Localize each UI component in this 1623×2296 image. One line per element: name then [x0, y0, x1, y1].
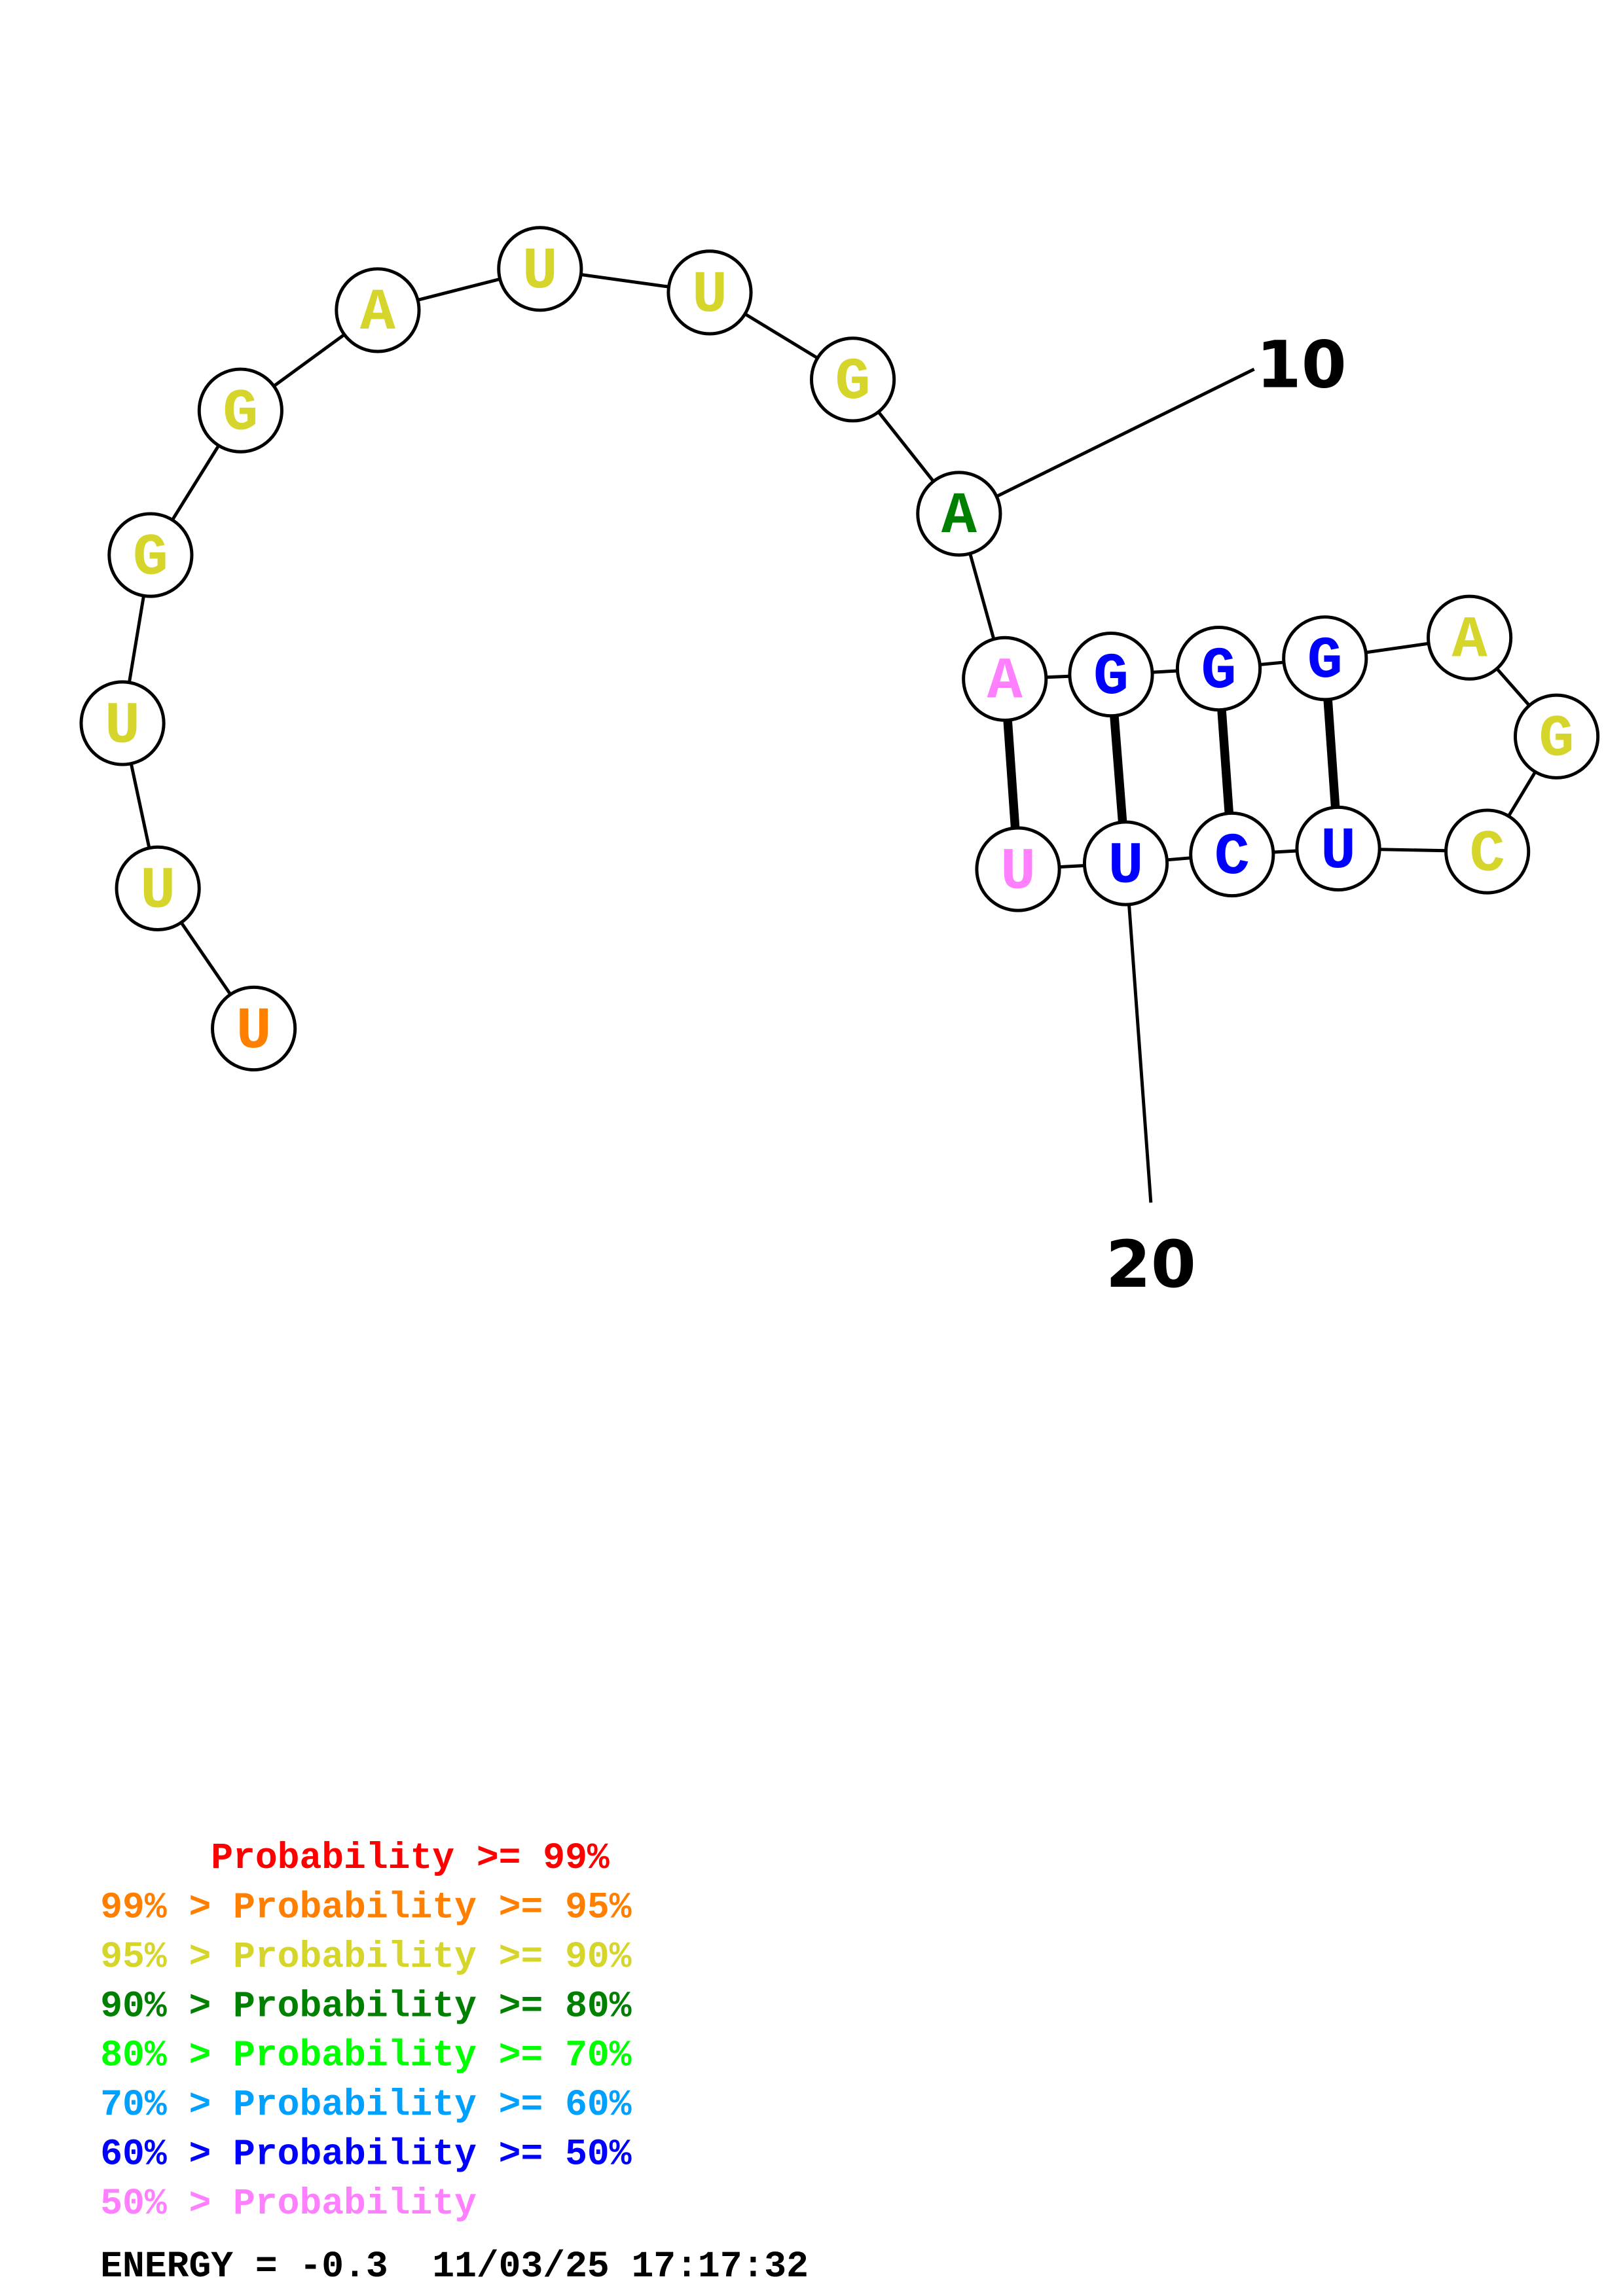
nucleotide-letter: U [1321, 819, 1356, 886]
nucleotide-circle [1282, 615, 1368, 702]
nucleotide-letter: G [223, 381, 258, 448]
nucleotide-letter: U [692, 262, 727, 329]
nucleotide-circle [916, 471, 1002, 557]
nucleotide-9: G [810, 336, 896, 423]
nucleotide-14: G [1282, 615, 1368, 702]
nucleotide-circle [1514, 693, 1600, 780]
nucleotide-2: U [115, 845, 201, 931]
nucleotide-circle [79, 680, 166, 766]
legend-entry: 99% > Probability >= 95% [100, 1886, 631, 1928]
nucleotide-circle [107, 512, 194, 598]
nucleotide-letter: G [835, 350, 871, 416]
legend-entry: 60% > Probability >= 50% [100, 2134, 631, 2176]
position-label: 20 [1106, 1227, 1196, 1302]
nucleotide-circle [115, 845, 201, 931]
position-label: 10 [1256, 327, 1347, 403]
legend-entry: Probability >= 99% [100, 1837, 610, 1879]
nucleotide-letter: A [987, 649, 1023, 716]
nucleotide-10: A [916, 471, 1002, 557]
nucleotide-circle [1082, 820, 1169, 906]
legend-entry: 95% > Probability >= 90% [100, 1936, 631, 1978]
nucleotide-letter: G [1307, 628, 1343, 695]
nucleotide-circle [1427, 594, 1513, 681]
nucleotide-16: G [1514, 693, 1600, 780]
nucleotide-13: G [1175, 625, 1262, 712]
nucleotide-letter: U [236, 999, 272, 1066]
nucleotide-circle [497, 226, 583, 312]
nucleotide-letter: G [1539, 707, 1575, 774]
position-label-line [996, 367, 1255, 498]
nucleotide-circle [197, 367, 283, 454]
nucleotide-19: C [1189, 811, 1275, 898]
legend-entry: 50% > Probability [100, 2183, 477, 2225]
nucleotide-circle [1189, 811, 1275, 898]
legend-entry: 70% > Probability >= 60% [100, 2084, 631, 2126]
nucleotide-11: A [962, 636, 1048, 722]
nucleotide-circle [810, 336, 896, 423]
position-labels: 10 20 [996, 327, 1347, 1302]
nucleotide-letter: G [1201, 639, 1236, 706]
nucleotide-5: G [197, 367, 283, 454]
nucleotide-circle [1068, 632, 1154, 718]
nucleotide-21: U [975, 826, 1061, 912]
nucleotide-15: A [1427, 594, 1513, 681]
nucleotide-letter: U [105, 693, 140, 760]
legend-entry: 80% > Probability >= 70% [100, 2035, 631, 2077]
nucleotide-letter: A [1452, 608, 1488, 675]
nucleotide-circle [1175, 625, 1262, 712]
nucleotide-6: A [335, 267, 421, 353]
nucleotide-letter: C [1470, 821, 1505, 888]
nucleotide-12: G [1068, 632, 1154, 718]
energy-footer: ENERGY = -0.3 11/03/25 17:17:32 [100, 2246, 809, 2287]
nucleotide-circle [962, 636, 1048, 722]
nucleotide-letter: A [941, 484, 977, 550]
nucleotide-letter: U [1108, 833, 1143, 900]
nucleotide-letter: U [1000, 839, 1036, 906]
position-label-line [1127, 900, 1153, 1203]
base-pairs [1000, 658, 1343, 870]
nucleotide-1: U [211, 985, 297, 1072]
nucleotide-letter: G [133, 525, 168, 592]
nucleotide-letter: G [1093, 645, 1129, 711]
nucleotide-letter: A [360, 280, 396, 347]
nucleotide-letter: C [1214, 825, 1250, 891]
nucleotide-7: U [497, 226, 583, 312]
nucleotide-circle [1444, 808, 1531, 895]
nucleotide-17: C [1444, 808, 1531, 895]
nucleotide-3: U [79, 680, 166, 766]
nucleotide-4: G [107, 512, 194, 598]
nucleotide-letter: U [522, 239, 558, 306]
nucleotide-circle [1295, 805, 1381, 892]
nucleotide-8: U [666, 249, 753, 336]
nucleotide-circle [335, 267, 421, 353]
nucleotide-circle [975, 826, 1061, 912]
nucleotide-18: U [1295, 805, 1381, 892]
legend-entry: 90% > Probability >= 80% [100, 1985, 631, 2027]
probability-legend: Probability >= 99% 99% > Probability >= 9… [100, 1837, 631, 2225]
nucleotide-circle [211, 985, 297, 1072]
nucleotide-20: U [1082, 820, 1169, 906]
nucleotide-circle [666, 249, 753, 336]
nucleotide-letter: U [140, 859, 175, 925]
